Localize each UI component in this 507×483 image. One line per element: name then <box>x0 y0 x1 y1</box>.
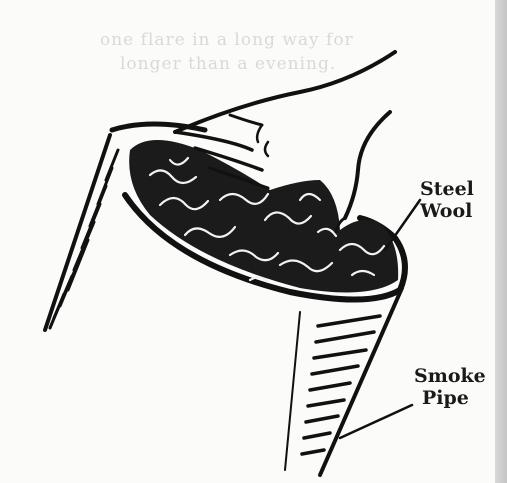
pipe-left-hatching <box>50 150 118 328</box>
pipe-right-wall <box>320 288 402 475</box>
smoke-pipe-label: Smoke Pipe <box>414 365 486 409</box>
pipe-left-wall <box>45 135 110 330</box>
smoke-pipe-label-line1: Smoke <box>414 365 486 387</box>
steel-wool-leader <box>385 200 420 250</box>
smoke-pipe-label-line2: Pipe <box>414 387 486 409</box>
steel-wool-label-line1: Steel <box>420 178 474 200</box>
pipe-inner-wall <box>285 312 300 470</box>
steel-wool-label-line2: Wool <box>420 200 474 222</box>
page-edge-shadow <box>495 0 507 483</box>
smoke-pipe-leader <box>340 405 412 438</box>
steel-wool-label: Steel Wool <box>420 178 474 222</box>
pipe-right-hatching <box>302 316 380 454</box>
